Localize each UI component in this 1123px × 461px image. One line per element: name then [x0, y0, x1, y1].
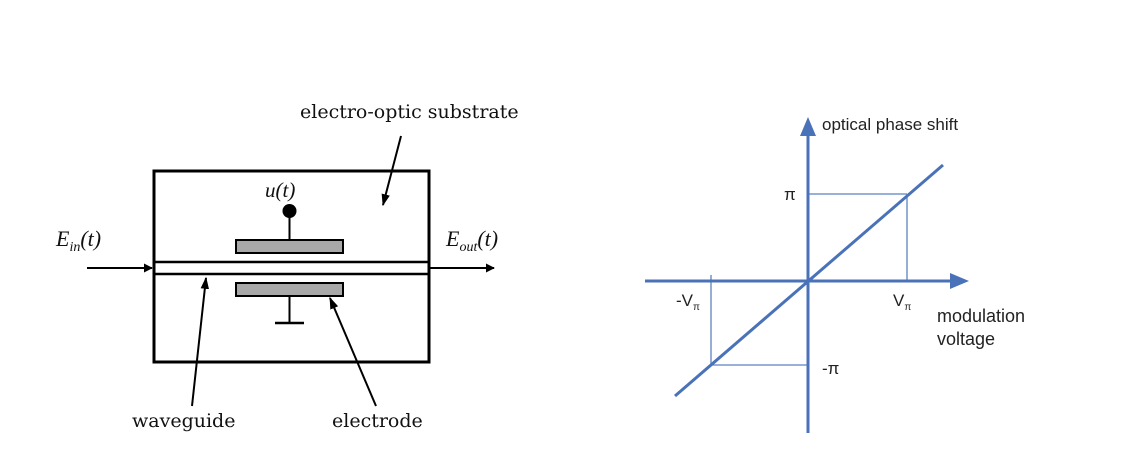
top-electrode: [235, 239, 344, 254]
output-field-label: Eout(t): [445, 226, 498, 255]
substrate-box: [152, 169, 431, 364]
neg-voltage-base: -V: [676, 291, 694, 310]
phase-shift-plot: optical phase shift modulation voltage π…: [645, 115, 1025, 433]
pos-phase-tick-label: π: [784, 185, 796, 204]
electrode-pointer-arrow: [329, 296, 377, 407]
substrate-pointer-arrow: [381, 135, 402, 207]
voltage-label: u(t): [265, 178, 295, 202]
voltage-terminal-dot: [282, 204, 297, 218]
neg-phase-tick-label: -π: [822, 359, 839, 378]
substrate-label: electro-optic substrate: [300, 101, 519, 123]
neg-voltage-subscript: π: [693, 302, 700, 313]
input-field-symbol: E: [55, 226, 70, 251]
pos-voltage-tick-label: Vπ: [893, 291, 911, 313]
output-field-subscript: out: [459, 240, 478, 255]
y-axis-arrowhead: [800, 117, 816, 136]
waveguide-pointer-arrow: [191, 276, 210, 407]
pos-voltage-subscript: π: [904, 302, 911, 313]
input-field-arg: (t): [80, 226, 101, 251]
electrode-label: electrode: [332, 410, 423, 432]
phase-response-line: [674, 163, 944, 398]
voltage-label-text: u(t): [265, 178, 295, 202]
guide-lines: [710, 193, 908, 366]
x-axis-arrowhead: [950, 273, 969, 289]
x-axis-label-line1: modulation: [937, 306, 1025, 326]
x-axis-label-line2: voltage: [937, 329, 995, 349]
pos-voltage-base: V: [893, 291, 905, 310]
bottom-electrode: [235, 282, 344, 297]
output-field-symbol: E: [445, 226, 460, 251]
waveguide-label: waveguide: [132, 410, 235, 432]
y-axis-label: optical phase shift: [822, 115, 958, 134]
output-field-arg: (t): [477, 226, 498, 251]
input-field-subscript: in: [69, 240, 80, 255]
input-field-label: Ein(t): [55, 226, 101, 255]
neg-voltage-tick-label: -Vπ: [676, 291, 700, 313]
modulator-diagram: electro-optic substrate u(t) Ein(t) Eout…: [55, 101, 519, 432]
